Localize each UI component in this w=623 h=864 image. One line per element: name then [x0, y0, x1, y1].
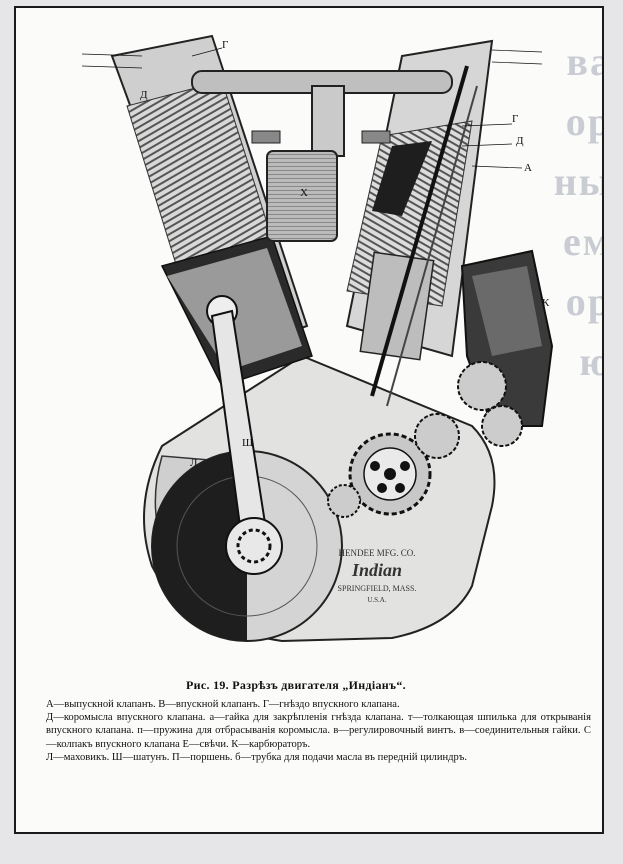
book-page: ва ор ны ем ор ю: [14, 6, 604, 834]
label-a: А: [524, 162, 532, 174]
figure-legend: А—выпускной клапанъ. В—впускной клапанъ.…: [46, 698, 591, 764]
legend-line-2: Д—коромысла впускного клапана. а—гайка д…: [46, 712, 591, 750]
front-cylinder: [345, 39, 494, 407]
label-sh: Ш: [242, 437, 253, 449]
stamp-line-2: Indian: [351, 560, 402, 580]
label-g-right: Г: [512, 113, 518, 125]
stamp-line-1: HENDEE MFG. CO.: [338, 548, 415, 558]
engine-cutaway-illustration: HENDEE MFG. CO. Indian SPRINGFIELD, MASS…: [81, 34, 554, 643]
stamp-line-4: U.S.A.: [367, 596, 387, 604]
figure-labels: Г Д Х Г Д А Ш Л К: [81, 39, 550, 469]
crankcase-stamp: HENDEE MFG. CO. Indian SPRINGFIELD, MASS…: [338, 548, 417, 604]
label-d-right: Д: [516, 135, 524, 147]
label-kh: Х: [300, 187, 308, 199]
carburettor: [191, 70, 453, 242]
legend-line-3: Л—маховикъ. Ш—шатунъ. П—поршень. б—трубк…: [46, 751, 467, 763]
connecting-rod: [206, 295, 283, 575]
label-l: Л: [190, 457, 198, 469]
label-g-left: Г: [222, 39, 228, 51]
timing-gears: [327, 361, 523, 518]
label-k: К: [542, 297, 550, 309]
legend-line-1: А—выпускной клапанъ. В—впускной клапанъ.…: [46, 699, 400, 710]
bleed-through-text: ва ор ны ем ор ю: [553, 39, 602, 384]
label-d-left: Д: [140, 89, 148, 101]
stamp-line-3: SPRINGFIELD, MASS.: [338, 584, 417, 593]
figure-caption: Рис. 19. Разрѣзъ двигателя „Индіанъ“.: [186, 678, 406, 692]
